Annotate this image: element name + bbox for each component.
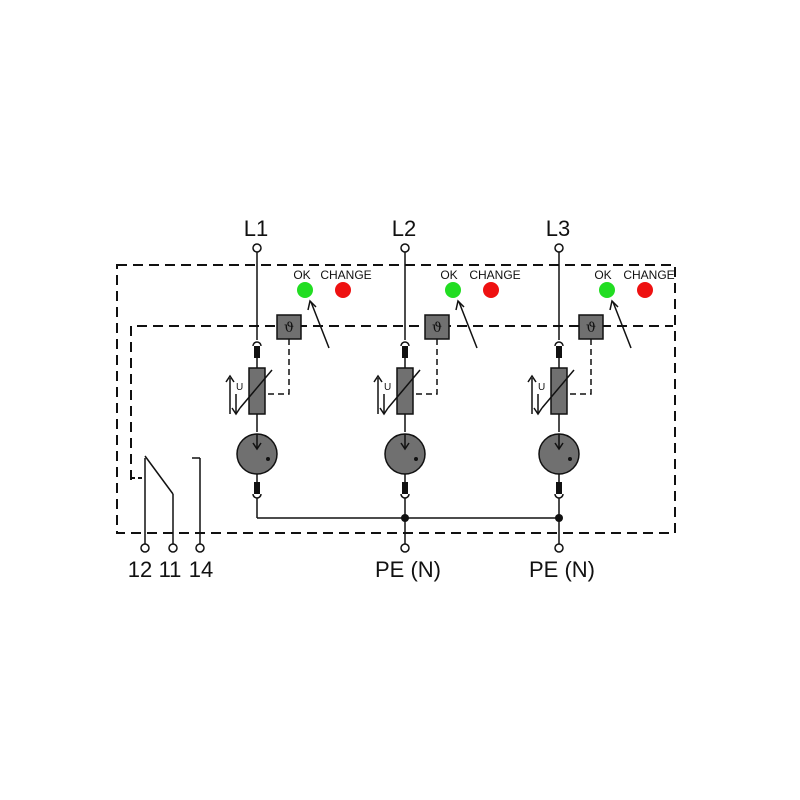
module-l1: L1 U ϑ OK CHANGE: [225, 216, 372, 518]
ok-label-l3: OK: [594, 268, 611, 282]
fuse-link-l1: [254, 346, 260, 358]
change-indicator-l2: [483, 282, 499, 298]
module-l3: L3 U ϑ OK CHANGE: [527, 216, 675, 518]
remote-signal-contact: 12 11 14: [128, 455, 213, 582]
terminal-12-label: 12: [128, 557, 152, 582]
terminal-l2-label: L2: [392, 216, 416, 241]
terminal-pe1: [400, 543, 410, 553]
varistor-symbol-l2: U: [384, 382, 391, 393]
contact-blade: [144, 455, 174, 495]
fuse-link-bottom-l1: [254, 482, 260, 494]
fuse-link-l3: [556, 346, 562, 358]
varistor-symbol-l3: U: [538, 382, 545, 393]
change-indicator-l1: [335, 282, 351, 298]
varistor-l3: [550, 367, 568, 415]
terminal-pe1-label: PE (N): [375, 557, 441, 582]
ok-indicator-l1: [297, 282, 313, 298]
ok-label-l1: OK: [293, 268, 310, 282]
ok-label-l2: OK: [440, 268, 457, 282]
thermal-linkage-line: [130, 325, 673, 480]
terminal-l1: [252, 243, 262, 253]
change-label-l3: CHANGE: [623, 268, 674, 282]
thermal-disconnector-l1: [276, 314, 302, 340]
terminal-11: [168, 543, 178, 553]
terminal-pe2: [554, 543, 564, 553]
change-label-l1: CHANGE: [320, 268, 371, 282]
varistor-symbol-l1: U: [236, 382, 243, 393]
device-enclosure: [116, 264, 676, 534]
fuse-top-l1: [252, 341, 262, 347]
ok-indicator-l2: [445, 282, 461, 298]
terminal-14-label: 14: [189, 557, 213, 582]
terminal-l3-label: L3: [546, 216, 570, 241]
terminal-11-label: 11: [159, 557, 182, 582]
ok-indicator-l3: [599, 282, 615, 298]
terminal-14: [195, 543, 205, 553]
change-indicator-l3: [637, 282, 653, 298]
terminal-l2: [400, 243, 410, 253]
change-label-l2: CHANGE: [469, 268, 520, 282]
thermal-disconnector-l2: [424, 314, 450, 340]
terminal-pe2-label: PE (N): [529, 557, 595, 582]
terminal-12: [140, 543, 150, 553]
terminal-l3: [554, 243, 564, 253]
module-l2: L2 U ϑ OK CHANGE: [373, 216, 521, 518]
fuse-link-l2: [402, 346, 408, 358]
varistor-slash-l1: [239, 369, 273, 409]
thermal-symbol-l2: ϑ: [432, 320, 442, 336]
varistor-l2: [396, 367, 414, 415]
varistor-l1: [248, 367, 266, 415]
terminal-l1-label: L1: [244, 216, 268, 241]
thermal-symbol-l1: ϑ: [284, 320, 294, 336]
thermal-symbol-l3: ϑ: [586, 320, 596, 336]
